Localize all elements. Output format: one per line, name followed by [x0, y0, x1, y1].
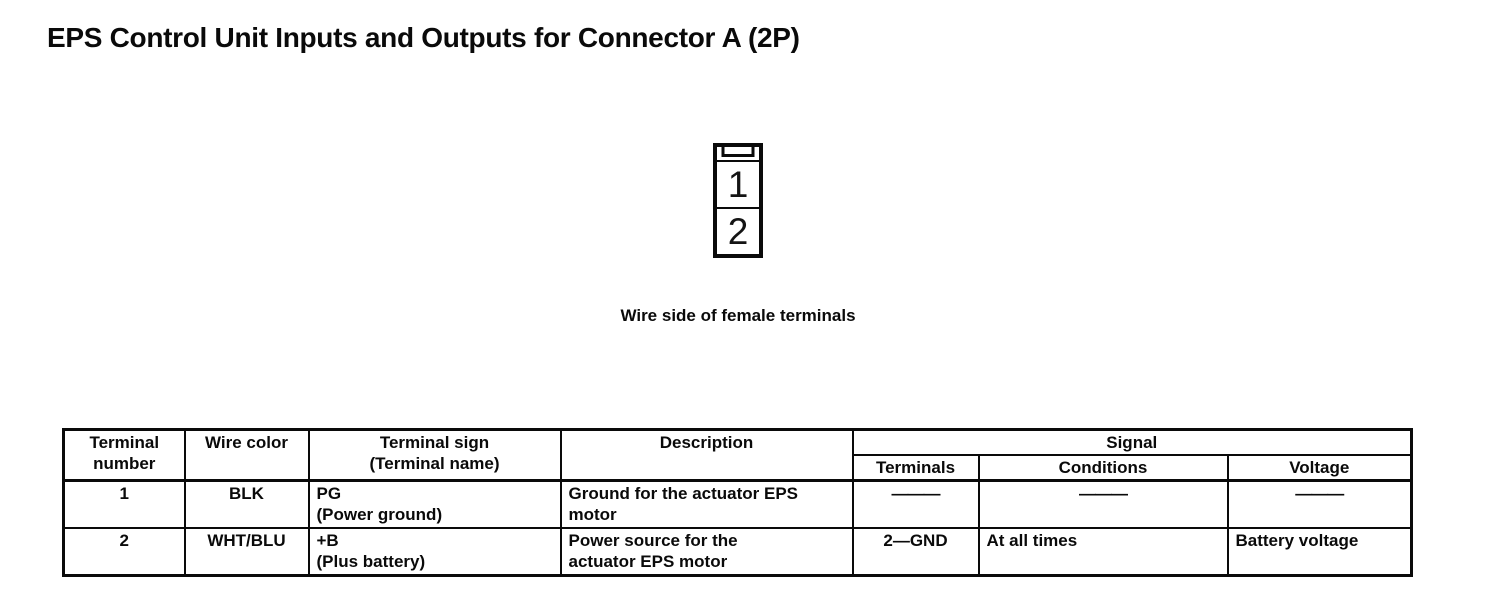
col-header-signal: Signal — [851, 428, 1413, 456]
col-header-voltage: Voltage — [1226, 454, 1413, 482]
col-header-terminal-sign: Terminal sign (Terminal name) — [307, 428, 562, 482]
cell-description: Power source for the actuator EPS motor — [559, 527, 854, 577]
table-header-row-2: Terminals Conditions Voltage — [64, 454, 1413, 482]
connector-pin-1: 1 — [727, 164, 749, 205]
connector-housing-top — [717, 147, 759, 162]
col-header-wire-color: Wire color — [183, 428, 310, 482]
cell-terminal-sign: PG (Power ground) — [307, 479, 562, 529]
cell-signal-conditions: At all times — [977, 527, 1229, 577]
cell-description: Ground for the actuator EPS motor — [559, 479, 854, 529]
table-header-row-1: Terminal number Wire color Terminal sign… — [62, 428, 1413, 482]
col-header-conditions: Conditions — [977, 454, 1229, 482]
page-title: EPS Control Unit Inputs and Outputs for … — [47, 22, 800, 53]
connector-caption: Wire side of female terminals — [620, 306, 856, 325]
connector-lock-tab — [721, 147, 755, 157]
cell-signal-voltage: ——— — [1226, 479, 1413, 529]
table-row-terminal-1: 1 BLK PG (Power ground) Ground for the a… — [62, 479, 1413, 529]
connector-pin-2: 2 — [717, 207, 759, 254]
cell-terminal-number: 2 — [62, 527, 186, 577]
col-header-terminal-number: Terminal number — [62, 428, 186, 482]
col-header-description: Description — [559, 428, 854, 482]
io-table: Terminal number Wire color Terminal sign… — [62, 428, 1414, 577]
cell-signal-terminals: 2—GND — [851, 527, 980, 577]
cell-signal-conditions: ——— — [977, 479, 1229, 529]
cell-terminal-sign: +B (Plus battery) — [307, 527, 562, 577]
cell-wire-color: WHT/BLU — [183, 527, 310, 577]
table-row-terminal-2: 2 WHT/BLU +B (Plus battery) Power source… — [62, 527, 1413, 577]
connector-diagram: 1 2 — [713, 143, 763, 258]
cell-signal-terminals: ——— — [851, 479, 980, 529]
col-header-terminals: Terminals — [851, 454, 980, 482]
cell-terminal-number: 1 — [62, 479, 186, 529]
cell-signal-voltage: Battery voltage — [1226, 527, 1413, 577]
cell-wire-color: BLK — [183, 479, 310, 529]
